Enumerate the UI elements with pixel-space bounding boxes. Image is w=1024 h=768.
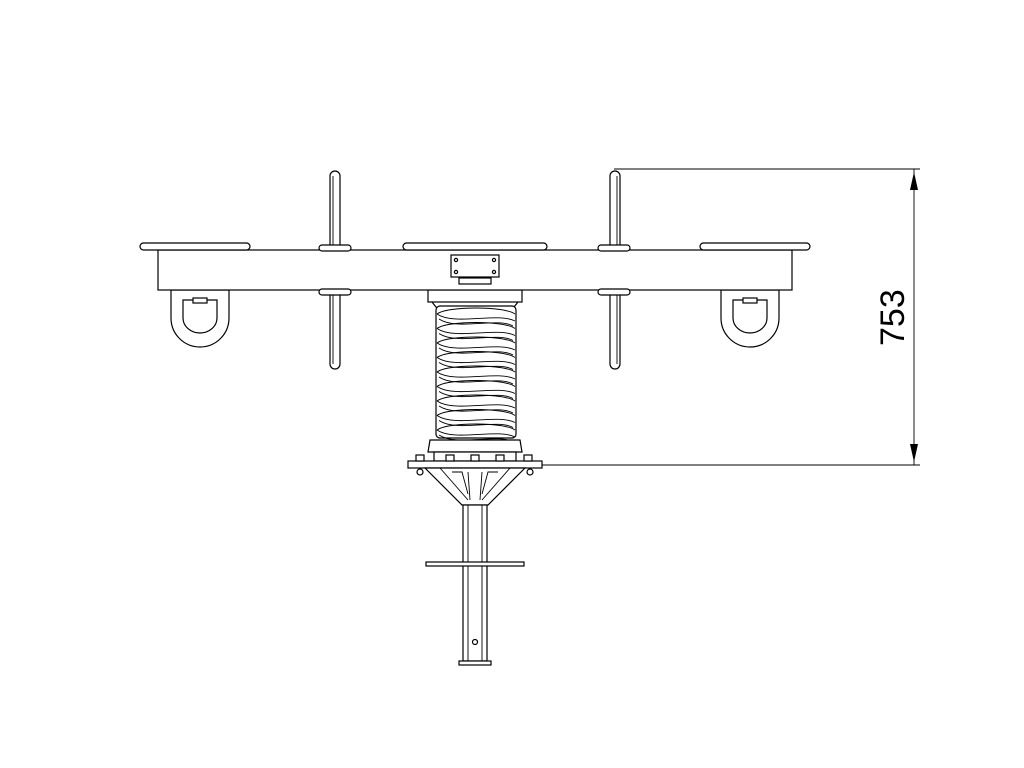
ground-post xyxy=(425,504,525,666)
left-foot-rest xyxy=(170,289,230,348)
seesaw-beam xyxy=(139,242,811,291)
dimension-label: 753 xyxy=(874,289,912,346)
spring-assembly xyxy=(427,289,523,462)
handle-clamps xyxy=(318,244,631,296)
right-foot-rest xyxy=(720,289,780,348)
spring-coils xyxy=(436,307,516,443)
base-flange xyxy=(407,454,543,506)
height-dimension: 753 xyxy=(542,168,920,466)
